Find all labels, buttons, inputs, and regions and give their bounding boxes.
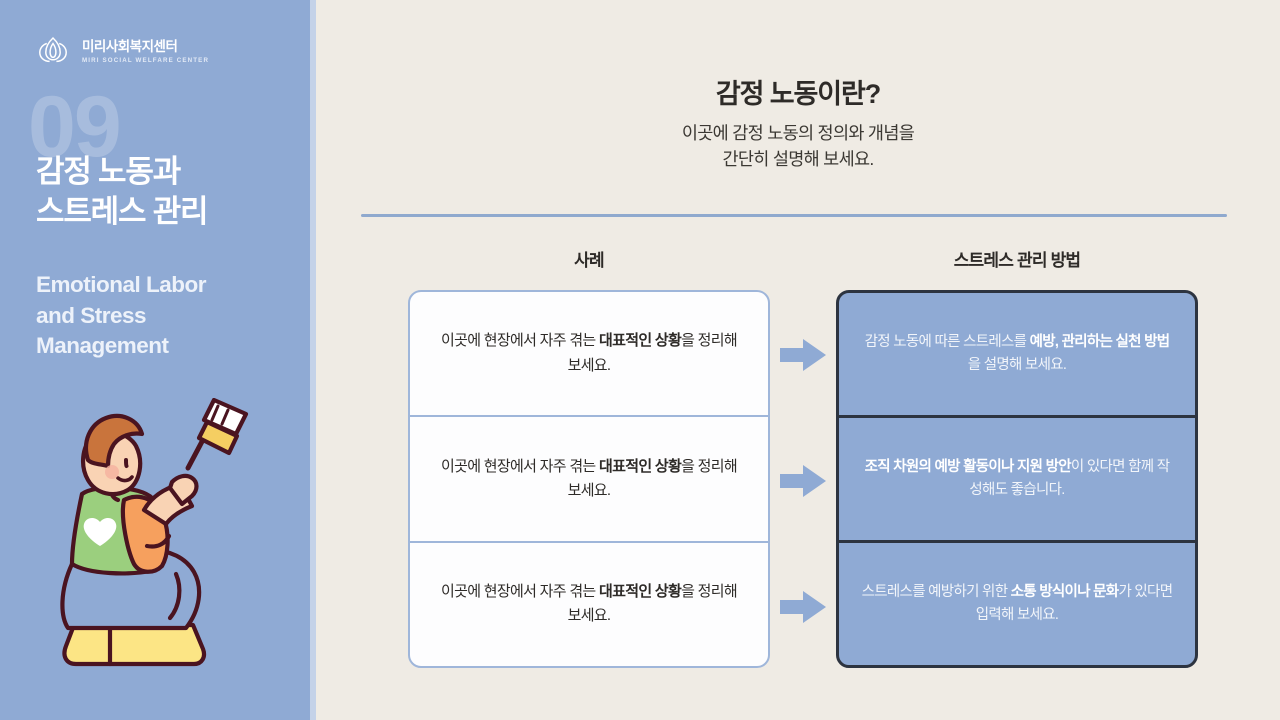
method-cell-3[interactable]: 스트레스를 예방하기 위한 소통 방식이나 문화가 있다면 입력해 보세요. bbox=[839, 543, 1195, 665]
method-cell-1-text: 감정 노동에 따른 스트레스를 예방, 관리하는 실천 방법을 설명해 보세요. bbox=[861, 331, 1173, 378]
method-1-post: 을 설명해 보세요. bbox=[967, 357, 1067, 373]
logo-name-en: MIRI SOCIAL WELFARE CENTER bbox=[82, 56, 210, 64]
cases-card-group: 이곳에 현장에서 자주 겪는 대표적인 상황을 정리해 보세요. 이곳에 현장에… bbox=[408, 290, 770, 668]
logo: 미리사회복지센터 MIRI SOCIAL WELFARE CENTER bbox=[33, 31, 209, 71]
slide-title-korean: 감정 노동과 스트레스 관리 bbox=[36, 154, 209, 229]
main-content: 감정 노동이란? 이곳에 감정 노동의 정의와 개념을 간단히 설명해 보세요.… bbox=[316, 0, 1280, 720]
case-cell-1-text: 이곳에 현장에서 자주 겪는 대표적인 상황을 정리해 보세요. bbox=[436, 329, 742, 378]
method-1-strong: 예방, 관리하는 실천 방법 bbox=[1029, 333, 1170, 350]
case-3-strong: 대표적인 상황 bbox=[599, 583, 682, 601]
logo-name-kr: 미리사회복지센터 bbox=[82, 38, 178, 54]
sidebar-edge-strip bbox=[310, 0, 316, 720]
case-cell-2[interactable]: 이곳에 현장에서 자주 겪는 대표적인 상황을 정리해 보세요. bbox=[410, 417, 768, 543]
column-heading-cases: 사례 bbox=[574, 251, 604, 270]
method-2-strong: 조직 차원의 예방 활동이나 지원 방안 bbox=[864, 458, 1072, 475]
logo-text: 미리사회복지센터 MIRI SOCIAL WELFARE CENTER bbox=[82, 38, 210, 65]
method-cell-1[interactable]: 감정 노동에 따른 스트레스를 예방, 관리하는 실천 방법을 설명해 보세요. bbox=[839, 293, 1195, 418]
lotus-flower-icon bbox=[33, 31, 73, 71]
method-2-post: 이 있다면 함께 작성해도 좋습니다. bbox=[969, 458, 1170, 498]
method-1-pre: 감정 노동에 따른 스트레스를 bbox=[864, 333, 1030, 350]
right-arrow-icon bbox=[778, 335, 828, 375]
stress-management-card-group: 감정 노동에 따른 스트레스를 예방, 관리하는 실천 방법을 설명해 보세요.… bbox=[836, 290, 1198, 668]
method-3-post: 가 있다면 입력해 보세요. bbox=[975, 583, 1173, 623]
case-cell-2-text: 이곳에 현장에서 자주 겪는 대표적인 상황을 정리해 보세요. bbox=[436, 455, 742, 504]
header-divider bbox=[361, 214, 1227, 217]
case-2-strong: 대표적인 상황 bbox=[599, 457, 682, 475]
column-heading-stress-management: 스트레스 관리 방법 bbox=[953, 251, 1081, 270]
case-cell-3[interactable]: 이곳에 현장에서 자주 겪는 대표적인 상황을 정리해 보세요. bbox=[410, 543, 768, 666]
case-2-post: 을 정리해 보세요. bbox=[567, 457, 738, 499]
sidebar: 미리사회복지센터 MIRI SOCIAL WELFARE CENTER 09 감… bbox=[0, 0, 310, 720]
method-3-strong: 소통 방식이나 문화 bbox=[1010, 583, 1119, 600]
person-crouching-with-paintbrush-illustration bbox=[48, 397, 272, 690]
slide-title-english: Emotional Labor and Stress Management bbox=[36, 272, 207, 359]
case-3-post: 을 정리해 보세요. bbox=[567, 583, 738, 625]
slide-number: 09 bbox=[28, 79, 122, 175]
page-title: 감정 노동이란? bbox=[715, 79, 881, 109]
method-3-pre: 스트레스를 예방하기 위한 bbox=[861, 583, 1011, 600]
case-3-pre: 이곳에 현장에서 자주 겪는 bbox=[441, 583, 600, 601]
right-arrow-icon bbox=[778, 461, 828, 501]
right-arrow-icon bbox=[778, 587, 828, 627]
case-2-pre: 이곳에 현장에서 자주 겪는 bbox=[441, 457, 600, 475]
method-cell-2-text: 조직 차원의 예방 활동이나 지원 방안이 있다면 함께 작성해도 좋습니다. bbox=[861, 456, 1173, 503]
method-cell-3-text: 스트레스를 예방하기 위한 소통 방식이나 문화가 있다면 입력해 보세요. bbox=[861, 581, 1173, 628]
case-1-pre: 이곳에 현장에서 자주 겪는 bbox=[441, 332, 600, 350]
method-cell-2[interactable]: 조직 차원의 예방 활동이나 지원 방안이 있다면 함께 작성해도 좋습니다. bbox=[839, 418, 1195, 543]
case-cell-1[interactable]: 이곳에 현장에서 자주 겪는 대표적인 상황을 정리해 보세요. bbox=[410, 292, 768, 418]
case-1-post: 을 정리해 보세요. bbox=[567, 332, 738, 374]
case-1-strong: 대표적인 상황 bbox=[599, 332, 682, 350]
case-cell-3-text: 이곳에 현장에서 자주 겪는 대표적인 상황을 정리해 보세요. bbox=[436, 580, 742, 629]
page-subtitle: 이곳에 감정 노동의 정의와 개념을 간단히 설명해 보세요. bbox=[681, 123, 915, 170]
